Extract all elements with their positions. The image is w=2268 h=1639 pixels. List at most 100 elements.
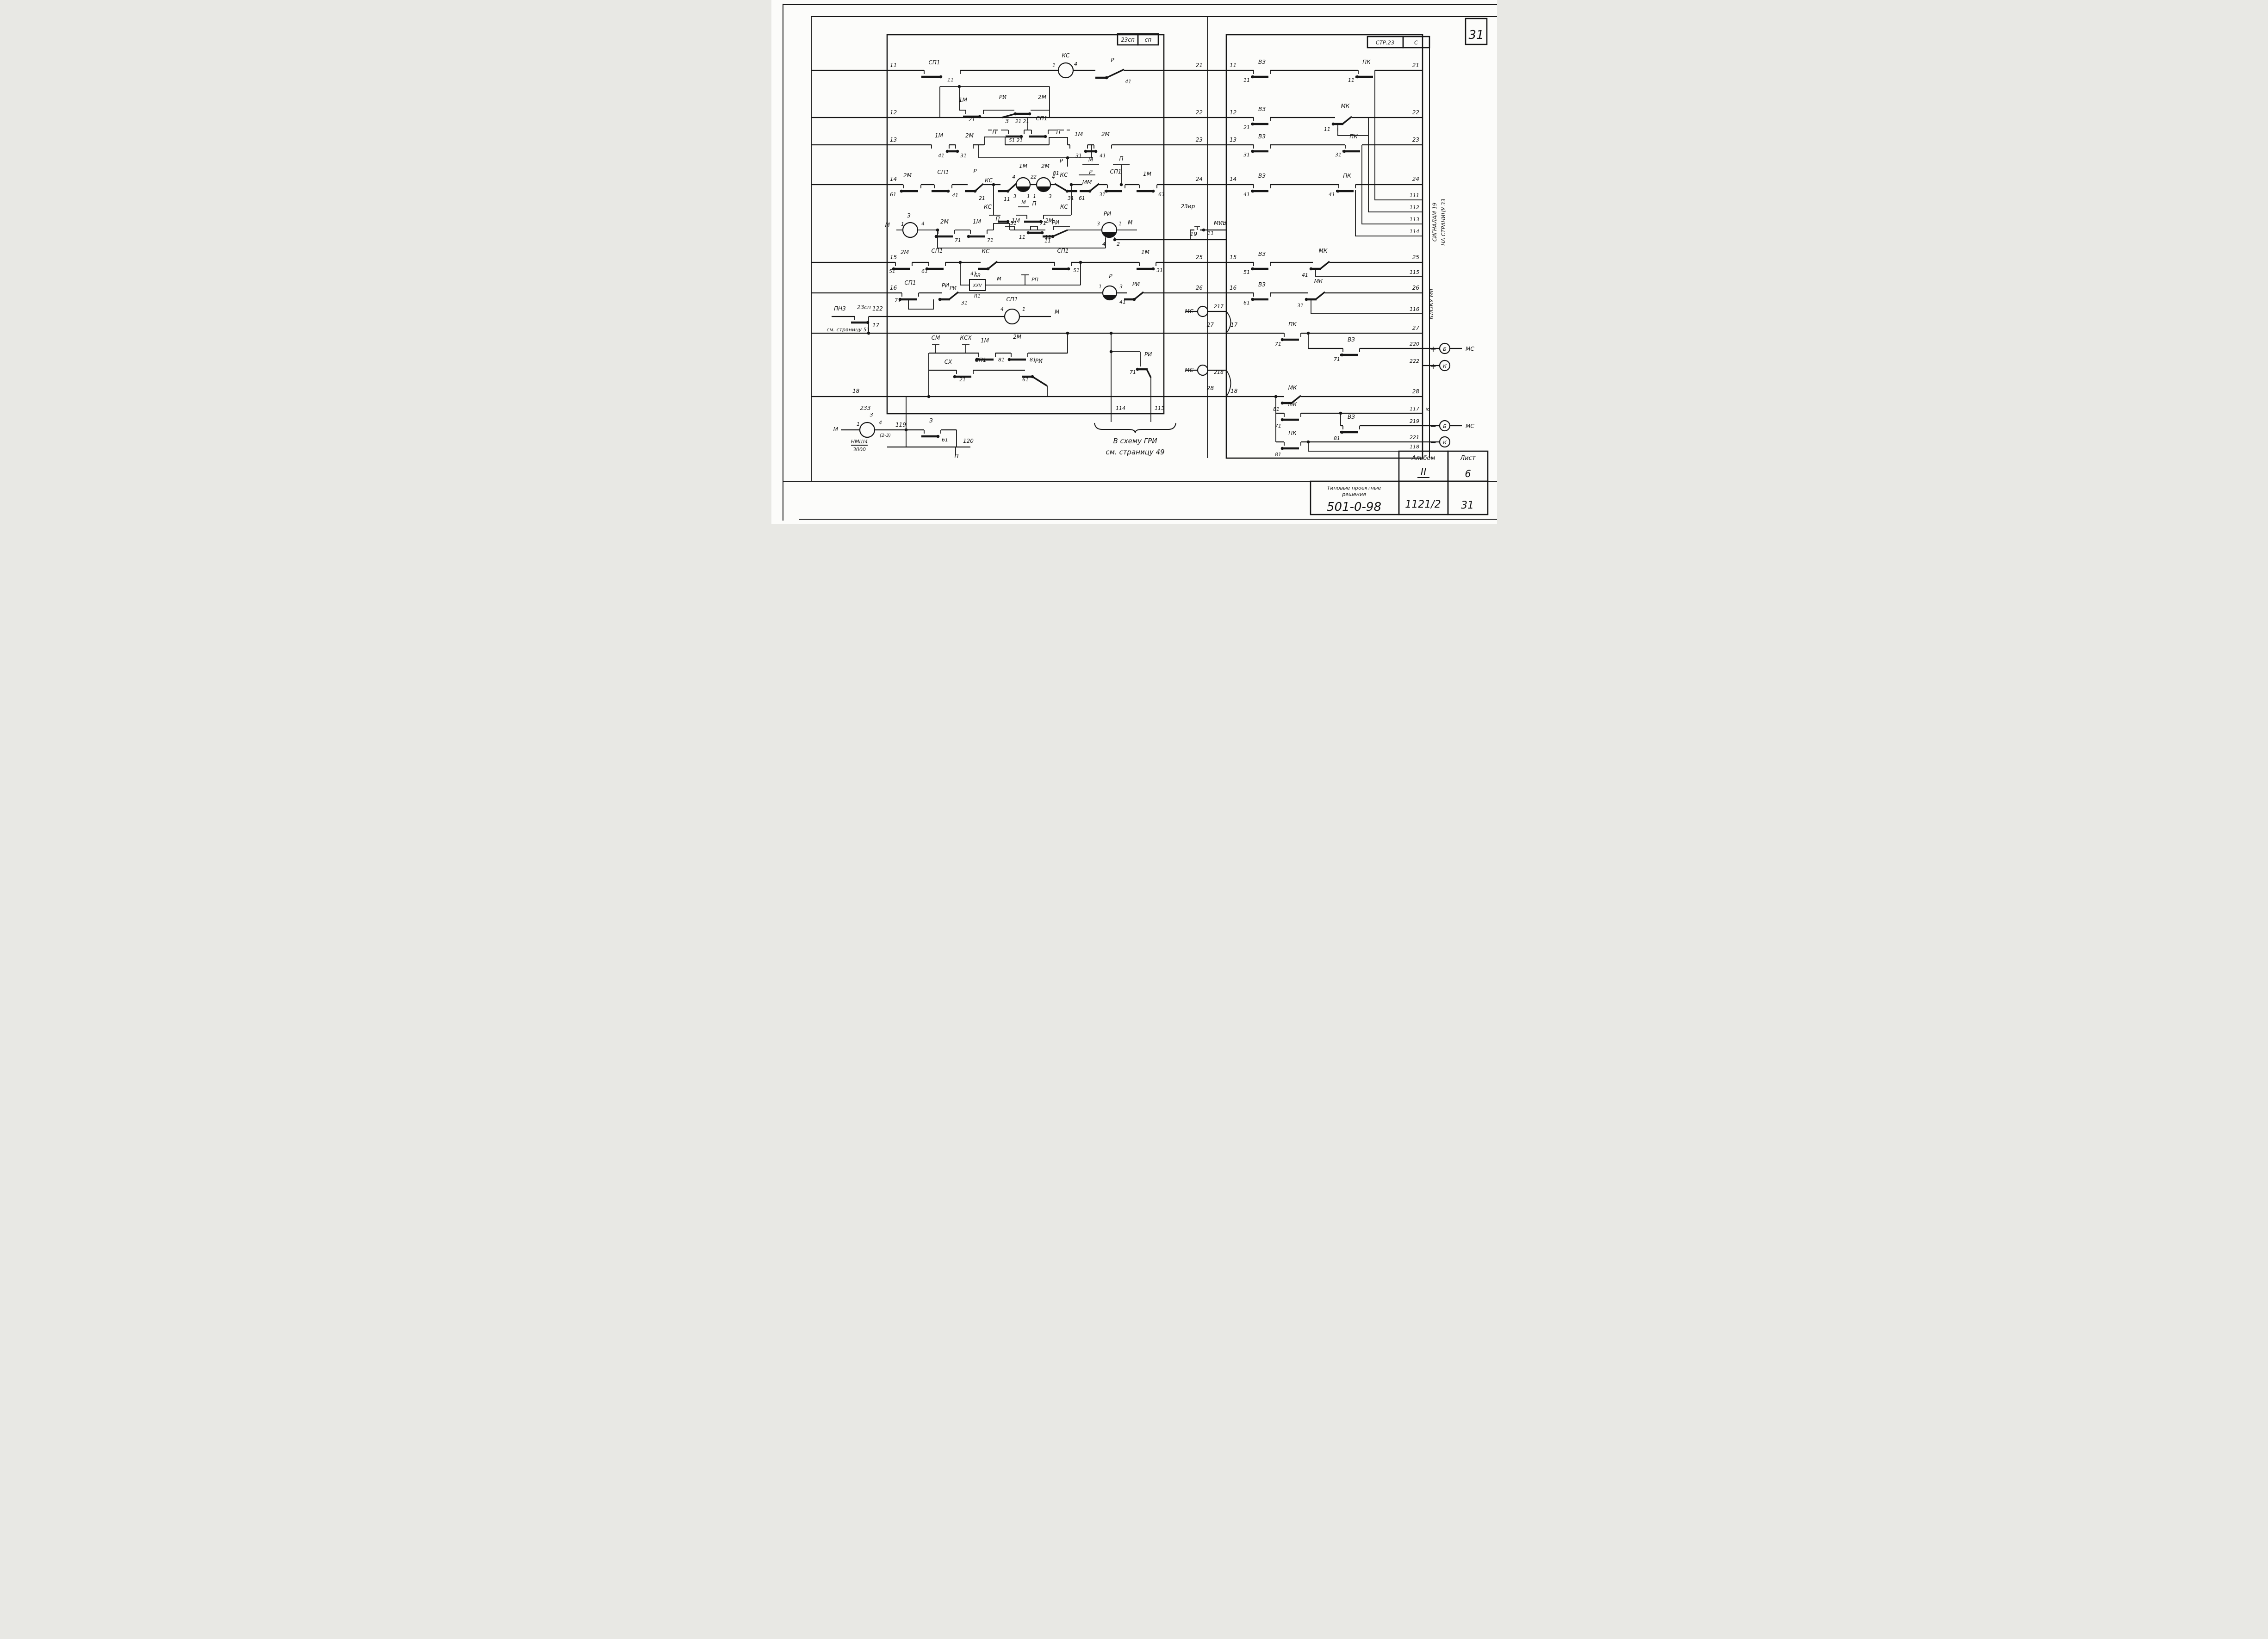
row-label: 14 xyxy=(1230,176,1237,182)
page-cell xyxy=(1447,480,1488,515)
contact-label: Р xyxy=(1059,158,1063,164)
contact-label: МК xyxy=(1288,385,1297,391)
vertical-note: СИГНАЛАМ 19 xyxy=(1431,203,1438,242)
pin-number: 41 xyxy=(970,271,977,277)
contact-bars xyxy=(851,75,1373,450)
contact-label: РИ xyxy=(1051,219,1059,226)
coil-sp1 xyxy=(1004,308,1020,325)
row15-extras xyxy=(959,262,1081,286)
bus-tag: КСХ xyxy=(960,335,972,341)
pin-number: 51 xyxy=(1243,269,1250,275)
titleblock-album-value: II xyxy=(1420,466,1426,478)
contact-label: ПК xyxy=(1349,133,1358,140)
pin-number: 61 xyxy=(1022,377,1029,383)
wire-number: 221 xyxy=(1410,435,1419,441)
coil-m xyxy=(902,222,918,238)
wire-number: 26 xyxy=(1412,285,1419,291)
row16-extras xyxy=(907,299,934,310)
contact-label: СП1 xyxy=(928,59,940,66)
row-label: 16 xyxy=(1230,285,1237,291)
contact-label: КС xyxy=(1060,204,1069,210)
wire-tag: МС xyxy=(1466,346,1474,352)
junction-dots xyxy=(866,75,1359,450)
resistor-xxv-box xyxy=(969,279,986,291)
pin-number: 61 xyxy=(1158,192,1165,198)
wire-number: 25 xyxy=(1412,254,1419,261)
pin-number: 41 xyxy=(1125,79,1131,85)
coil-ri-fill xyxy=(1102,232,1116,237)
contact-label: СП1 xyxy=(904,279,916,286)
gri-brace xyxy=(1094,422,1176,434)
pin-number: 21 xyxy=(1243,124,1250,130)
pin-number: 71 xyxy=(955,237,961,243)
contact-label: РИ xyxy=(1132,281,1139,287)
right-box-outline xyxy=(1225,34,1423,459)
pin-number: 31 xyxy=(1156,267,1163,273)
contact-label: Р xyxy=(1089,169,1093,175)
pin-number: 41 xyxy=(1100,153,1106,159)
pin-number: 81 xyxy=(1273,406,1280,412)
contact-label: ВЗ xyxy=(1348,336,1355,343)
contact-label: ВЗ xyxy=(1348,414,1355,420)
bus-battery-links xyxy=(1422,348,1462,443)
titleblock-org1: Типовые проектные xyxy=(1327,485,1381,491)
wire-tag: МС xyxy=(1466,423,1474,429)
pin-number: 61 xyxy=(1243,300,1250,306)
bus-tag: П xyxy=(992,129,996,135)
pin-number: 31 xyxy=(1099,192,1106,198)
coil-label: СП1 xyxy=(1006,296,1018,303)
bus-branch-sm xyxy=(928,352,1068,371)
contact-label: РИ xyxy=(1144,351,1152,358)
pin-number: 4 xyxy=(1074,61,1077,67)
wire-number: 27 xyxy=(1206,322,1214,328)
contact-label: ВЗ xyxy=(1258,59,1266,65)
pin-number: 4 xyxy=(1102,241,1106,247)
vertical-note: БЛОКУ МII xyxy=(1428,288,1435,319)
bus-tag: П xyxy=(1119,155,1123,162)
bus-tag: М xyxy=(1055,309,1060,315)
coil-1m xyxy=(1015,177,1031,192)
wire-number: 23 xyxy=(1412,137,1419,143)
row-label: 18 xyxy=(852,388,860,394)
contact-label: 1М xyxy=(1143,171,1152,177)
pin-number: 51 21 xyxy=(1008,138,1022,143)
pin-number: 2 xyxy=(1033,174,1037,180)
titleblock-docnum: 1121/2 xyxy=(1405,499,1441,510)
bus-tag: П xyxy=(995,216,1000,222)
wire-number: 25 xyxy=(1195,254,1202,261)
bus-row-17 xyxy=(811,332,1423,349)
wire-number: 120 xyxy=(963,438,974,444)
polarity-sign: + xyxy=(1429,345,1436,354)
pin-number: 51 xyxy=(1010,220,1017,226)
row-label: 13 xyxy=(890,137,897,143)
relay-schematic-drawing: 3123спспСТР.23С1112131415161221718119120… xyxy=(782,4,1497,521)
contact-label: РИ xyxy=(999,94,1006,100)
wire-number: 118 xyxy=(1410,444,1419,450)
contact-label: КС xyxy=(985,177,993,184)
row-label: 15 xyxy=(890,254,897,261)
pin-number: 51 xyxy=(889,268,895,274)
right-header-cell2-box xyxy=(1402,36,1430,49)
contact-label: МК xyxy=(1341,103,1349,109)
pin-number: 61 xyxy=(942,437,948,443)
pin-number: 1 xyxy=(1052,62,1056,68)
wire-number: 114 xyxy=(1116,405,1125,411)
pin-number: 11 xyxy=(1004,196,1010,202)
wire-number: 117 xyxy=(1410,406,1419,412)
pin-number: 1 xyxy=(901,221,904,227)
pin-number: 41 xyxy=(938,153,944,159)
pin-number: 11 xyxy=(1348,77,1355,83)
wire-number: 220 xyxy=(1410,341,1419,347)
bus-tag: М xyxy=(1128,219,1133,226)
coil-label: З xyxy=(870,412,873,418)
bus-tag: М xyxy=(997,276,1001,282)
terminal-ms-k xyxy=(1197,364,1208,376)
vertical-note: К xyxy=(1425,407,1431,411)
pin-number: 71 xyxy=(1334,356,1340,362)
wire-number: 222 xyxy=(1410,358,1419,364)
titleblock-sheet-value: 6 xyxy=(1465,468,1471,479)
contact-label: РИ xyxy=(941,282,949,289)
contact-label: 2М xyxy=(1038,94,1047,100)
pin-number: 81 xyxy=(1275,452,1281,458)
